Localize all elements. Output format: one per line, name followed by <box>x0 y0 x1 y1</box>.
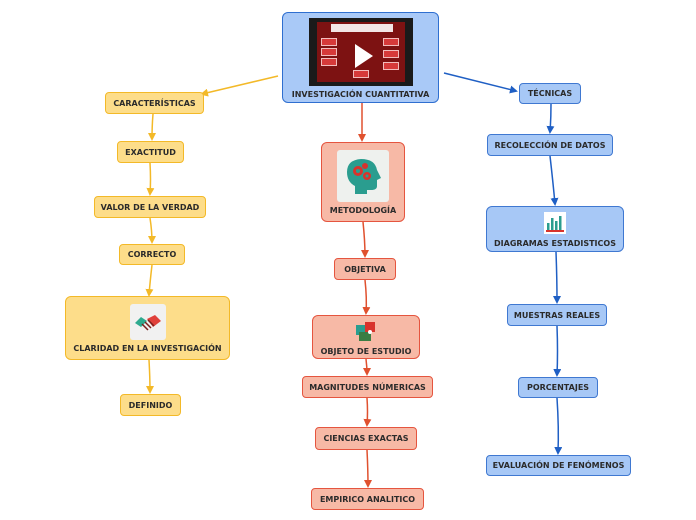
edge-objeto-magnitudes <box>362 358 371 376</box>
edge-claridad-definido <box>145 359 154 394</box>
node-label: EXACTITUD <box>125 147 176 157</box>
node-metodologia[interactable]: METODOLOGÍA <box>321 142 405 222</box>
node-evaluacion-de-fenomenos[interactable]: EVALUACIÓN DE FENÓMENOS <box>486 455 631 476</box>
node-label: CARACTERÍSTICAS <box>113 98 196 108</box>
edge-root-tecnicas <box>443 72 518 94</box>
edge-exactitud-valor <box>146 162 155 196</box>
node-label: TÉCNICAS <box>527 89 573 98</box>
node-porcentajes[interactable]: PORCENTAJES <box>518 377 598 398</box>
node-label: DIAGRAMAS ESTADISTICOS <box>494 238 616 248</box>
node-claridad-en-la-investigacion[interactable]: CLARIDAD EN LA INVESTIGACIÓN <box>65 296 230 360</box>
edge-valor-correcto <box>147 217 156 244</box>
node-label: OBJETO DE ESTUDIO <box>320 346 412 356</box>
edge-porcentajes-evaluacion <box>554 397 563 455</box>
node-label: OBJETIVA <box>344 264 386 274</box>
node-label: METODOLOGÍA <box>329 205 397 215</box>
node-empirico-analitico[interactable]: EMPIRICO ANALITICO <box>311 488 424 510</box>
node-diagramas-estadisticos[interactable]: DIAGRAMAS ESTADISTICOS <box>486 206 624 252</box>
node-objetiva[interactable]: OBJETIVA <box>334 258 396 280</box>
edge-diagramas-muestras <box>552 251 561 304</box>
node-objeto-de-estudio[interactable]: OBJETO DE ESTUDIO <box>312 315 420 359</box>
node-label: MUESTRAS REALES <box>513 310 601 320</box>
node-ciencias-exactas[interactable]: CIENCIAS EXACTAS <box>315 427 417 450</box>
edge-tecnicas-recoleccion <box>546 103 555 134</box>
edge-recoleccion-diagramas <box>549 155 559 206</box>
node-recoleccion-de-datos[interactable]: RECOLECCIÓN DE DATOS <box>487 134 613 156</box>
node-label: CLARIDAD EN LA INVESTIGACIÓN <box>73 343 222 353</box>
node-label: CIENCIAS EXACTAS <box>323 434 409 443</box>
edge-metodologia-objetiva <box>360 221 369 258</box>
root-label: INVESTIGACIÓN CUANTITATIVA <box>291 90 430 99</box>
node-definido[interactable]: DEFINIDO <box>120 394 181 416</box>
node-valor-de-la-verdad[interactable]: VALOR DE LA VERDAD <box>94 196 206 218</box>
node-label: EVALUACIÓN DE FENÓMENOS <box>492 461 625 470</box>
node-label: MAGNITUDES NÚMERICAS <box>309 382 426 392</box>
node-muestras-reales[interactable]: MUESTRAS REALES <box>507 304 607 326</box>
node-exactitud[interactable]: EXACTITUD <box>117 141 184 163</box>
edge-correcto-claridad <box>145 264 154 297</box>
edge-objetiva-objeto <box>362 279 371 315</box>
edge-magnitudes-ciencias <box>363 397 372 427</box>
node-label: DEFINIDO <box>128 400 173 410</box>
node-label: RECOLECCIÓN DE DATOS <box>494 140 606 150</box>
video-thumbnail[interactable] <box>308 18 413 86</box>
node-label: EMPIRICO ANALITICO <box>319 494 416 504</box>
node-correcto[interactable]: CORRECTO <box>119 244 185 265</box>
node-label: VALOR DE LA VERDAD <box>100 202 200 212</box>
node-caracteristicas[interactable]: CARACTERÍSTICAS <box>105 92 204 114</box>
head-gears-icon <box>337 149 389 202</box>
puzzle-icon <box>354 319 378 343</box>
play-icon[interactable] <box>354 44 373 68</box>
node-magnitudes-numericas[interactable]: MAGNITUDES NÚMERICAS <box>302 376 433 398</box>
bar-chart-icon <box>543 211 567 235</box>
edge-root-caracteristicas <box>200 75 279 97</box>
node-tecnicas[interactable]: TÉCNICAS <box>519 83 581 104</box>
edge-ciencias-empirico <box>363 449 372 488</box>
root-node[interactable]: INVESTIGACIÓN CUANTITATIVA <box>282 12 439 103</box>
node-label: CORRECTO <box>127 250 177 259</box>
edge-muestras-porcentajes <box>553 325 562 377</box>
handshake-icon <box>129 303 166 340</box>
edge-caracteristicas-exactitud <box>148 113 157 141</box>
node-label: PORCENTAJES <box>526 383 590 392</box>
